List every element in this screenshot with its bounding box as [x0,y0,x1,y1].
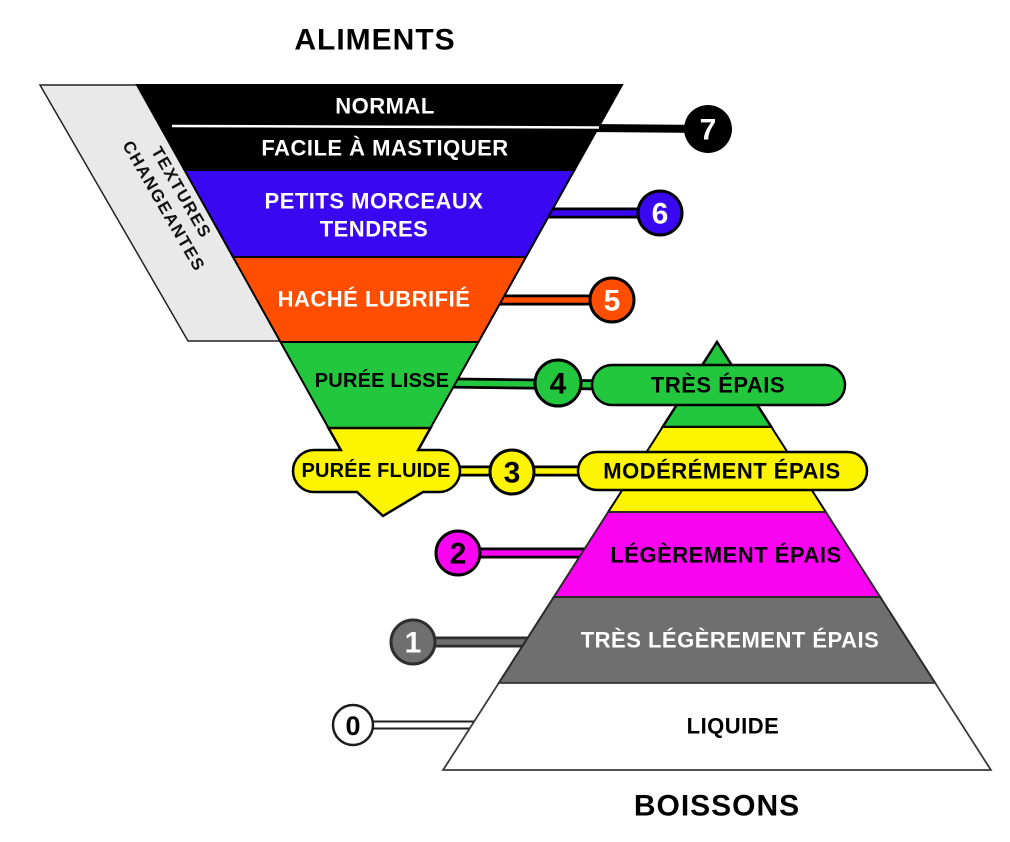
badge-2 [434,529,482,577]
drink-band-0 [441,682,993,771]
food-band-6 [182,169,577,258]
badge-5-digit: 5 [604,285,621,318]
drink-label-4: TRÈS ÉPAIS [651,373,785,398]
badge-7-digit: 7 [700,114,717,147]
drink-label-3: MODÉRÉMENT ÉPAIS [603,459,840,484]
drink-pill-4 [590,363,847,407]
badge-3 [488,448,536,496]
food-label-5: HACHÉ LUBRIFIÉ [278,287,471,312]
drink-label-2: LÉGÈREMENT ÉPAIS [610,543,841,568]
badge-0 [331,703,375,747]
badge-1 [389,618,437,666]
food-label-7-line2: FACILE À MASTIQUER [261,136,508,161]
food-label-6-line1: PETITS MORCEAUX [265,189,484,214]
badge-3-digit: 3 [504,457,521,490]
food-label-6-line2: TENDRES [320,217,429,242]
badge-6 [636,189,684,237]
labels: ALIMENTS NORMAL FACILE À MASTIQUER PETIT… [261,24,880,823]
foods-title: ALIMENTS [294,24,455,57]
badge-7 [684,105,732,153]
level-badges: 7 6 5 4 3 2 1 0 [331,105,732,747]
badge-5 [588,276,636,324]
level7-divider-line [171,124,600,129]
foods-pyramid [135,84,624,518]
badge-4-digit: 4 [550,368,567,401]
drink-pill-3 [576,450,869,492]
drink-label-1: TRÈS LÉGÈREMENT ÉPAIS [581,628,880,653]
badge-6-digit: 6 [652,198,669,231]
badge-2-digit: 2 [450,538,467,571]
drink-label-0: LIQUIDE [687,714,780,739]
food-label-3: PURÉE FLUIDE [301,459,450,482]
food-band-3-bubble [291,426,462,518]
drinks-title: BOISSONS [634,790,800,823]
drinks-pyramid [441,339,993,771]
badge-4 [533,358,583,408]
connector-line-4 [447,380,613,388]
food-label-4: PURÉE LISSE [315,369,449,392]
food-label-7-line1: NORMAL [335,94,435,119]
badge-1-digit: 1 [405,627,422,660]
badge-0-digit: 0 [345,711,360,741]
